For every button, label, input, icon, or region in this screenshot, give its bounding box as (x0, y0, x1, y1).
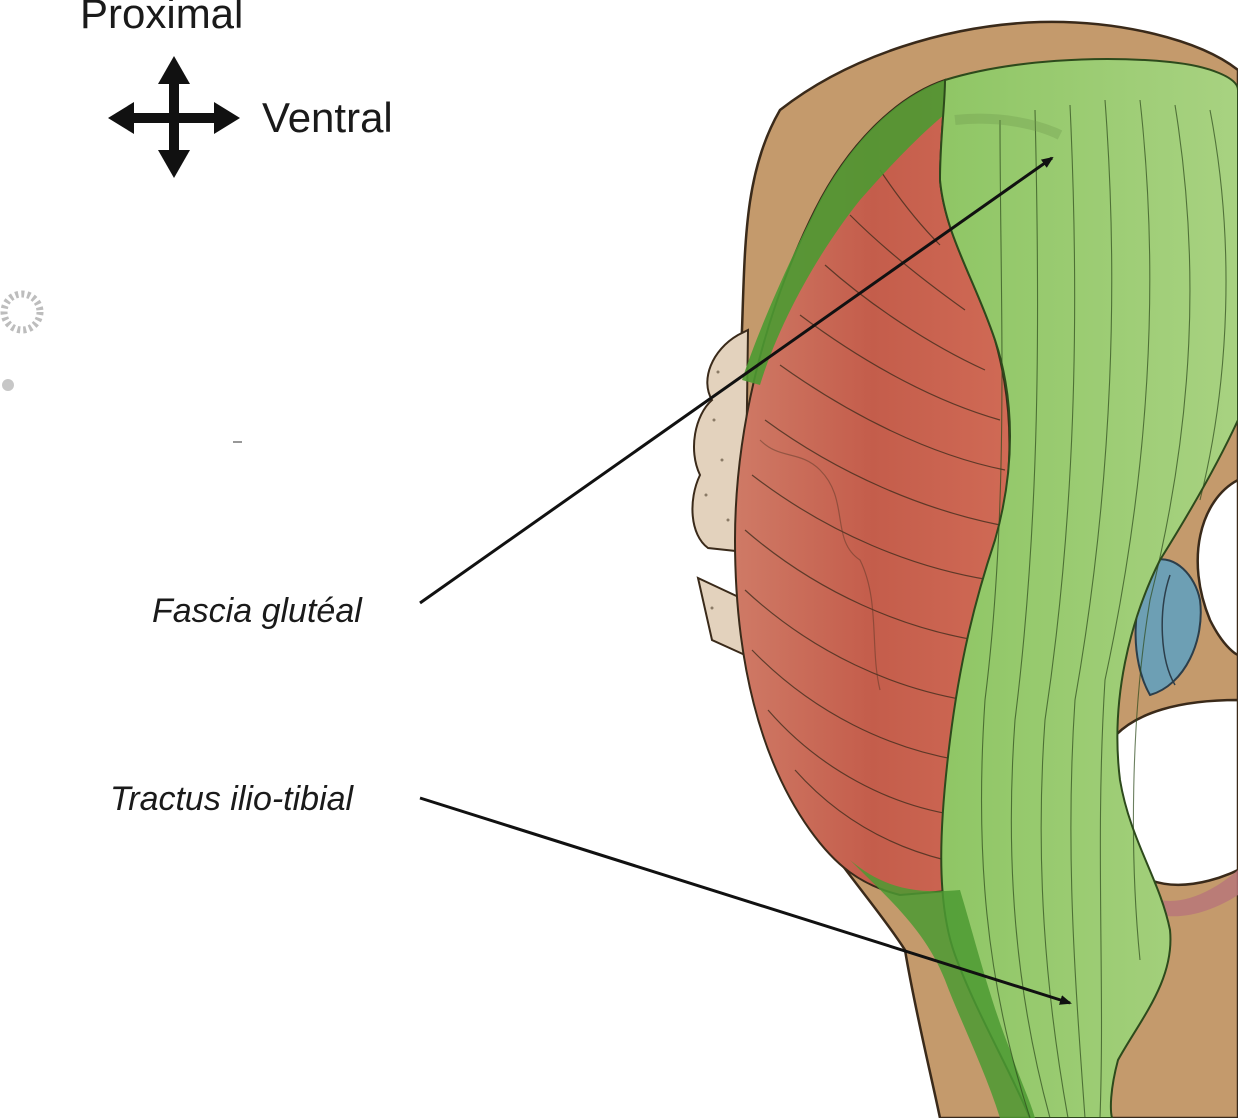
fascia-label: Fascia glutéal (152, 592, 362, 630)
four-way-arrow-icon (108, 56, 240, 178)
fascia-rim (742, 80, 950, 385)
ventral-label: Ventral (262, 94, 393, 141)
muscle-fibers (744, 169, 1006, 861)
fascia-fibers (980, 99, 1227, 1118)
tractus-label: Tractus ilio-tibial (110, 780, 354, 818)
proximal-label: Proximal (80, 0, 244, 37)
fascia-lower-band (850, 860, 1035, 1118)
hip-joint-opening (1196, 478, 1238, 657)
fascia-pointer-arrow (419, 156, 1054, 605)
sacrum-texture (704, 370, 730, 610)
sacrum-fragment (691, 328, 750, 554)
tractus-pointer-arrow (419, 796, 1072, 1005)
femoral-shadow (1160, 870, 1238, 917)
fascia-tract (938, 58, 1238, 1118)
edge-artifact (0, 290, 242, 443)
